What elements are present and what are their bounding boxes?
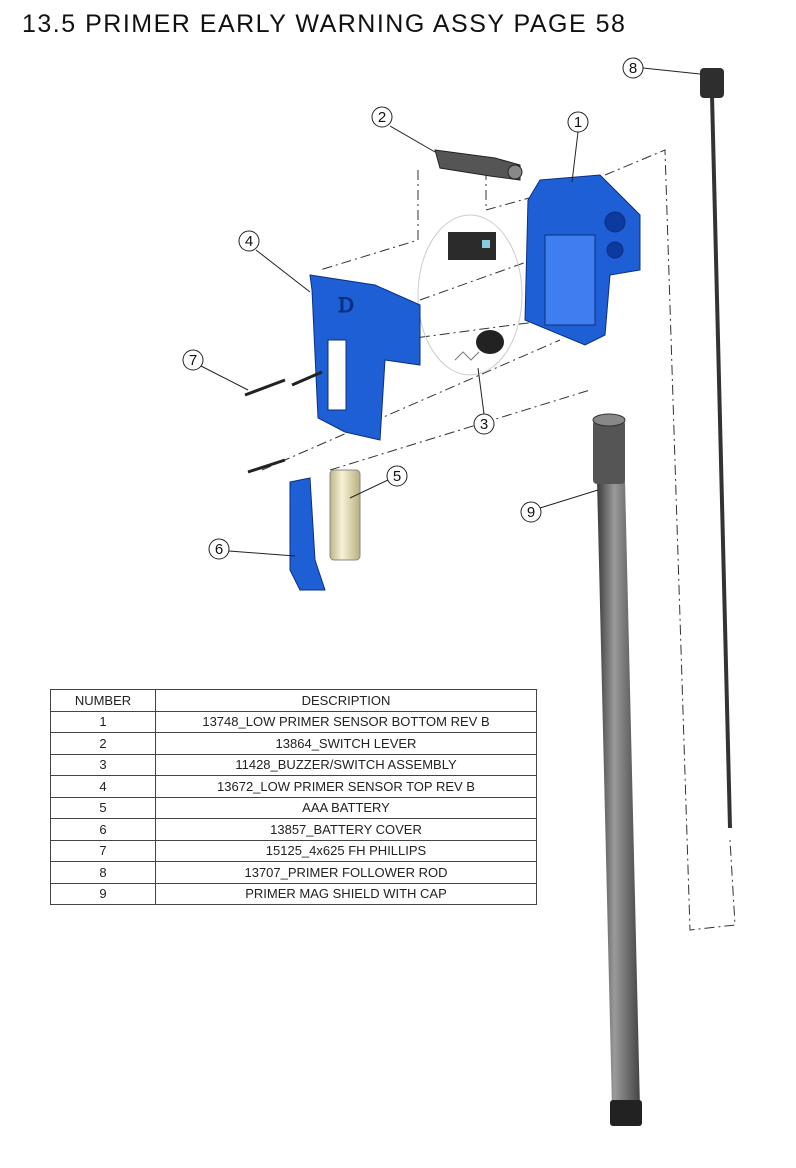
primer-mag-shield — [592, 413, 642, 1126]
balloon-4: 4 — [238, 230, 260, 252]
sensor-top-part: D — [309, 274, 421, 441]
svg-text:4: 4 — [245, 233, 253, 250]
svg-text:6: 6 — [215, 541, 223, 558]
svg-text:9: 9 — [527, 504, 535, 521]
balloon-8: 8 — [622, 57, 644, 79]
battery-cover — [289, 477, 326, 591]
screws — [244, 370, 323, 474]
balloon-3: 3 — [473, 413, 495, 435]
svg-text:3: 3 — [480, 416, 488, 433]
balloon-9: 9 — [520, 501, 542, 523]
balloon-2: 2 — [371, 106, 393, 128]
balloon-6: 6 — [208, 538, 230, 560]
balloon-1: 1 — [567, 111, 589, 133]
header-number: NUMBER — [50, 689, 156, 712]
svg-text:D: D — [338, 293, 354, 317]
buzzer-switch-assembly — [417, 214, 523, 376]
svg-text:5: 5 — [393, 468, 401, 485]
sensor-bottom-part — [524, 174, 641, 346]
balloon-7: 7 — [182, 349, 204, 371]
switch-lever — [434, 149, 523, 181]
svg-text:8: 8 — [629, 60, 637, 77]
aaa-battery — [329, 469, 361, 561]
svg-text:2: 2 — [378, 109, 386, 126]
balloon-5: 5 — [386, 465, 408, 487]
svg-text:7: 7 — [189, 352, 197, 369]
svg-text:1: 1 — [574, 114, 582, 131]
header-description: DESCRIPTION — [155, 689, 537, 712]
primer-follower-rod — [700, 68, 732, 829]
page-title: 13.5 PRIMER EARLY WARNING ASSY PAGE 58 — [22, 10, 627, 38]
